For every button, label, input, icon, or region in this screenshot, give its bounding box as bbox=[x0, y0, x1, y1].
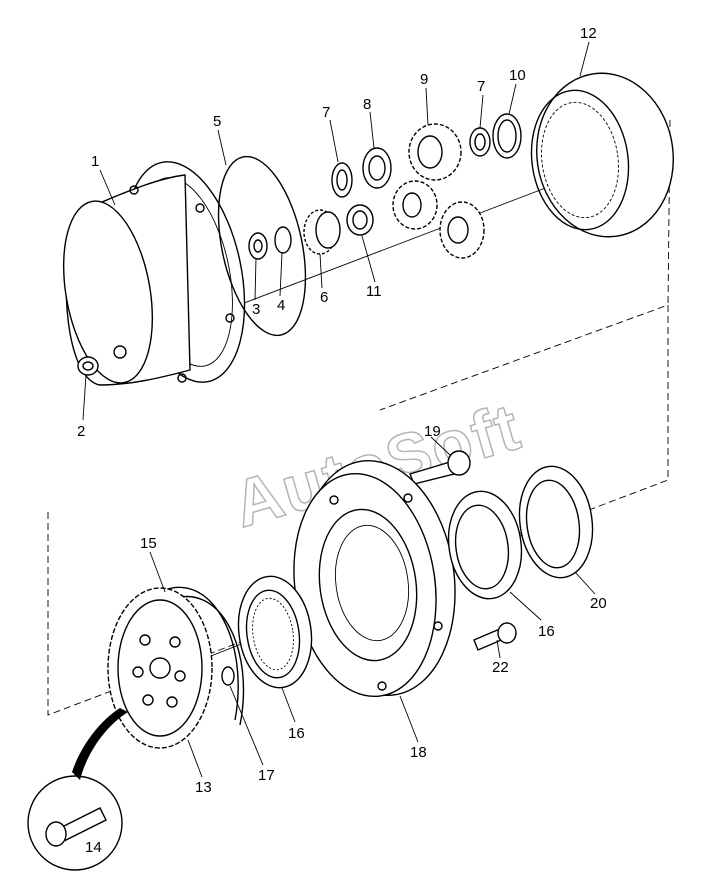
label-1: 1 bbox=[91, 153, 99, 170]
label-22: 22 bbox=[492, 659, 509, 676]
drive-gear bbox=[107, 587, 213, 749]
circlip-inner bbox=[169, 595, 245, 726]
label-14: 14 bbox=[85, 839, 102, 856]
snap-ring-right bbox=[469, 127, 491, 157]
planet-gear-lower bbox=[439, 201, 485, 259]
dowel-pin bbox=[221, 666, 235, 686]
label-7b: 7 bbox=[477, 78, 485, 95]
leader-lines bbox=[82, 41, 596, 778]
label-18: 18 bbox=[410, 744, 427, 761]
assembly-boundary-upper bbox=[667, 119, 671, 306]
label-11: 11 bbox=[366, 283, 382, 300]
ring-gear bbox=[530, 72, 674, 238]
label-2: 2 bbox=[77, 423, 85, 440]
hub-housing bbox=[62, 161, 246, 386]
planet-gear-middle bbox=[392, 180, 438, 230]
needle-bearing-lower bbox=[346, 204, 374, 236]
label-17: 17 bbox=[258, 767, 275, 784]
label-15: 15 bbox=[140, 535, 157, 552]
label-9: 9 bbox=[420, 71, 428, 88]
label-7a: 7 bbox=[322, 104, 330, 121]
circlip bbox=[159, 586, 239, 721]
label-16b: 16 bbox=[288, 725, 305, 742]
carrier-bolt bbox=[473, 622, 517, 651]
label-5: 5 bbox=[213, 113, 221, 130]
label-13: 13 bbox=[195, 779, 212, 796]
retaining-ring bbox=[274, 226, 292, 254]
drain-plug bbox=[77, 356, 99, 376]
label-20: 20 bbox=[590, 595, 607, 612]
planet-gear-top bbox=[408, 123, 462, 181]
label-19: 19 bbox=[424, 423, 441, 440]
label-16a: 16 bbox=[538, 623, 555, 640]
label-10: 10 bbox=[509, 67, 526, 84]
o-ring bbox=[217, 155, 307, 337]
assembly-boundary bbox=[47, 304, 669, 716]
label-3: 3 bbox=[252, 301, 260, 318]
snap-ring-left bbox=[331, 162, 353, 198]
hub-bolt bbox=[409, 450, 471, 485]
wheel-hub bbox=[293, 459, 456, 698]
label-6: 6 bbox=[320, 289, 328, 306]
oil-seal-upper bbox=[447, 490, 523, 600]
label-12: 12 bbox=[580, 25, 597, 42]
label-4: 4 bbox=[277, 297, 285, 314]
sun-gear bbox=[303, 209, 341, 255]
needle-bearing-upper bbox=[362, 147, 392, 189]
thrust-washer bbox=[248, 232, 268, 260]
thrust-washer-right bbox=[492, 113, 522, 159]
detail-callout bbox=[27, 708, 128, 871]
callout-labels: 1 2 3 4 5 6 7 8 9 7 10 11 12 13 14 15 16… bbox=[77, 25, 607, 856]
taper-bearing bbox=[237, 575, 313, 689]
oil-seal-outer bbox=[518, 465, 594, 579]
label-8: 8 bbox=[363, 96, 371, 113]
